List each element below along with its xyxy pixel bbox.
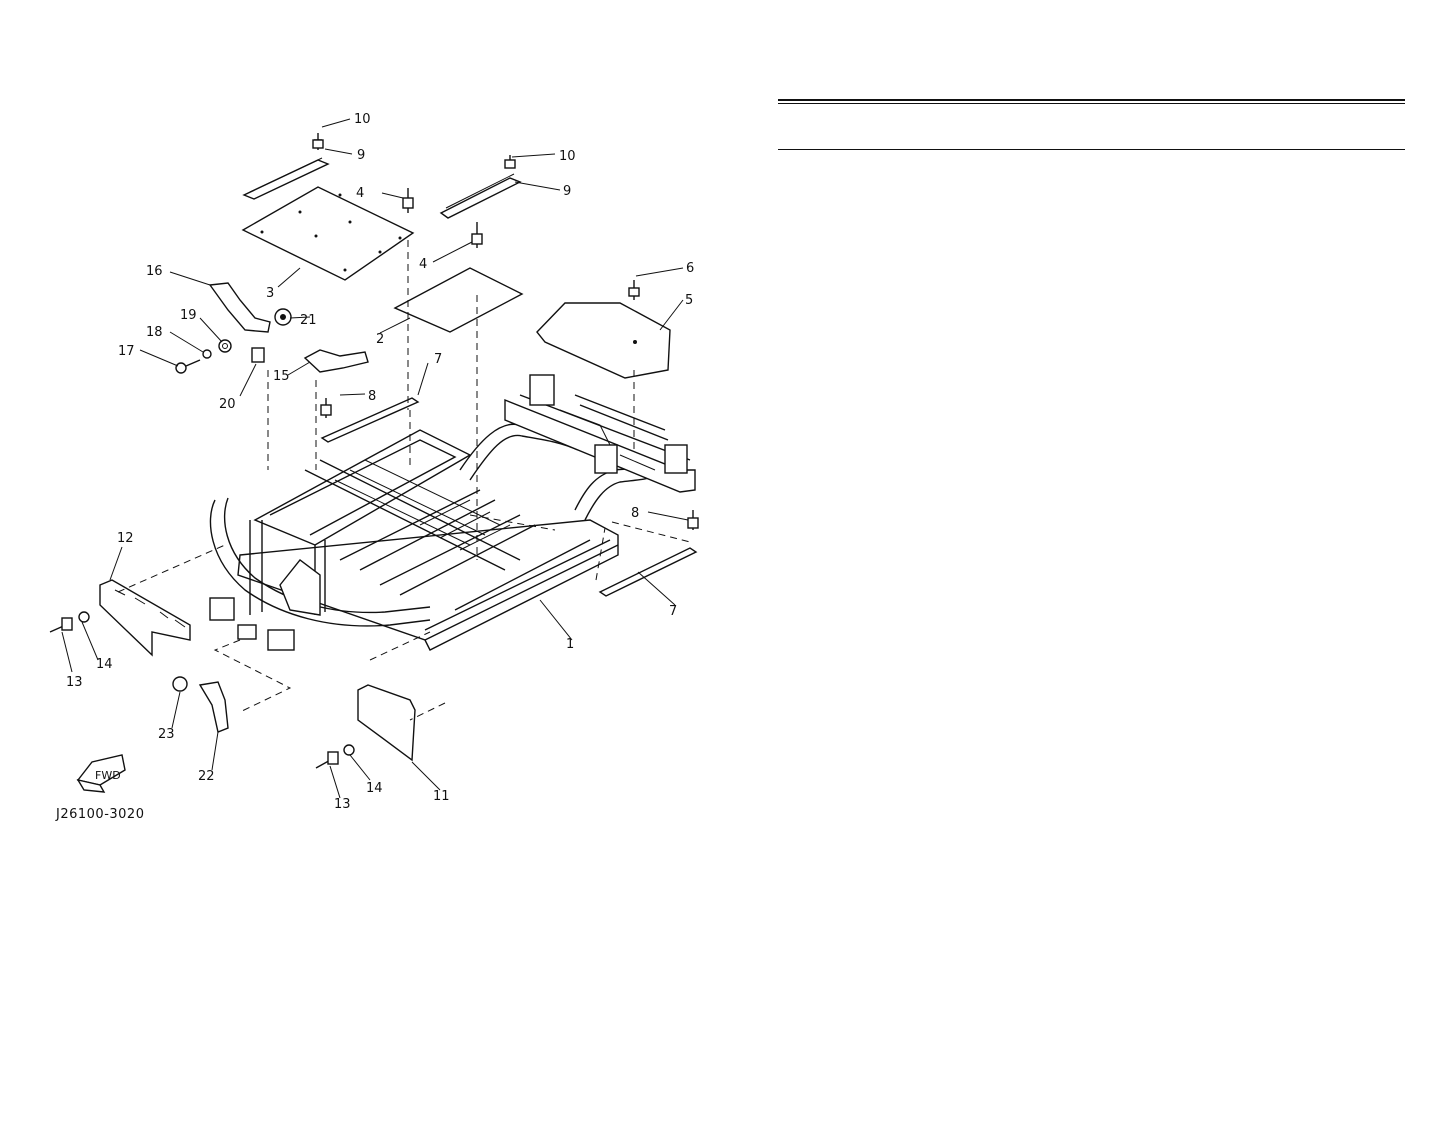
callout-4b: 4 xyxy=(419,257,427,272)
slide-rail-9-right xyxy=(439,177,522,219)
floor-plate-5 xyxy=(536,302,671,379)
callout-7b: 7 xyxy=(669,604,677,619)
callout-8a: 8 xyxy=(368,389,376,404)
side-cover-11 xyxy=(357,684,416,762)
header-rule-double-top xyxy=(778,99,1405,101)
alignment-lines xyxy=(117,240,691,721)
side-cover-12 xyxy=(99,579,191,657)
bracket-16 xyxy=(208,282,271,333)
callout-20: 20 xyxy=(219,397,236,412)
floor-plate-3-holes xyxy=(260,193,402,272)
callout-1: 1 xyxy=(566,637,574,652)
callout-13b: 13 xyxy=(334,797,351,812)
callout-6: 6 xyxy=(686,261,694,276)
floor-plate-2 xyxy=(393,267,524,333)
strap-7-lower xyxy=(598,547,698,597)
callout-10b: 10 xyxy=(559,149,576,164)
callout-11: 11 xyxy=(433,789,450,804)
callout-10a: 10 xyxy=(354,112,371,127)
callout-4a: 4 xyxy=(356,186,364,201)
callout-3: 3 xyxy=(266,286,274,301)
strap-7-upper xyxy=(320,397,420,443)
callout-18: 18 xyxy=(146,325,163,340)
fasteners xyxy=(312,133,699,530)
callout-17: 17 xyxy=(118,344,135,359)
callout-19: 19 xyxy=(180,308,197,323)
callout-14b: 14 xyxy=(366,781,383,796)
callout-23: 23 xyxy=(158,727,175,742)
callout-9a: 9 xyxy=(357,148,365,163)
callout-9b: 9 xyxy=(563,184,571,199)
callout-7a: 7 xyxy=(434,352,442,367)
callout-21: 21 xyxy=(300,313,317,328)
main-frame xyxy=(209,374,696,651)
callout-12: 12 xyxy=(117,531,134,546)
drawing-code: J26100-3020 xyxy=(55,807,144,822)
callout-numbers: 1 2 3 4 4 5 6 7 7 8 8 9 9 10 10 11 12 13… xyxy=(66,112,694,812)
header-rule-double-bottom xyxy=(778,103,1405,104)
callout-22: 22 xyxy=(198,769,215,784)
callout-5: 5 xyxy=(685,293,693,308)
bracket-15 xyxy=(303,349,369,373)
leader-lines xyxy=(61,118,689,799)
header-rule-single xyxy=(778,149,1405,150)
callout-2: 2 xyxy=(376,332,384,347)
bracket-22 xyxy=(198,681,229,733)
callout-14a: 14 xyxy=(96,657,113,672)
floor-plate-3 xyxy=(241,186,415,281)
callout-16: 16 xyxy=(146,264,163,279)
callout-15: 15 xyxy=(273,369,290,384)
fwd-label: FWD xyxy=(95,769,121,782)
fwd-arrow-icon: FWD xyxy=(76,754,126,793)
small-hardware xyxy=(175,308,292,374)
callout-13a: 13 xyxy=(66,675,83,690)
callout-8b: 8 xyxy=(631,506,639,521)
